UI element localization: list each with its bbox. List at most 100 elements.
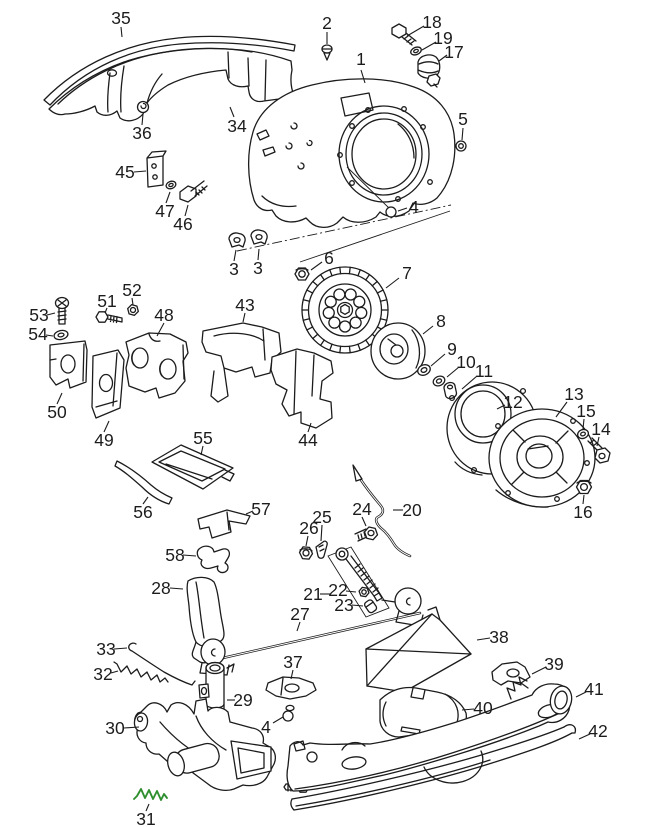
part-26-nut xyxy=(298,546,314,560)
part-30-lower-housing xyxy=(133,698,276,791)
part-7-fan-wheel xyxy=(301,266,389,354)
leader-line-46 xyxy=(184,204,189,217)
leader-line-51 xyxy=(104,307,108,314)
part-42-trim-strip xyxy=(290,724,577,811)
part-label-50: 50 xyxy=(47,402,67,422)
leader-line-35 xyxy=(120,26,123,38)
part-51-bolt xyxy=(95,311,123,324)
part-label-14: 14 xyxy=(591,419,611,439)
leader-line-57 xyxy=(245,510,254,515)
part-1-fan-housing xyxy=(247,78,456,229)
leader-line-31 xyxy=(145,803,150,812)
leader-line-1 xyxy=(360,69,366,84)
part-label-37: 37 xyxy=(283,652,302,672)
leader-line-28 xyxy=(169,587,184,590)
leader-line-50 xyxy=(56,392,63,405)
leader-line-37 xyxy=(290,669,294,680)
leader-line-19 xyxy=(421,41,437,51)
part-label-27: 27 xyxy=(290,604,309,624)
part-19-washer xyxy=(410,46,422,56)
part-label-13: 13 xyxy=(564,384,583,404)
part-9-washer xyxy=(417,364,431,376)
part-54-washer xyxy=(53,329,69,341)
part-57-plate xyxy=(197,509,251,539)
part-14-bolt xyxy=(587,437,611,464)
leader-line-16 xyxy=(582,494,585,505)
part-label-44: 44 xyxy=(298,430,318,450)
part-label-42: 42 xyxy=(588,721,607,741)
leader-line-5 xyxy=(461,127,464,141)
leader-line-32 xyxy=(110,670,119,674)
part-label-33: 33 xyxy=(96,639,115,659)
part-label-8: 8 xyxy=(436,311,446,331)
part-label-18: 18 xyxy=(422,12,441,32)
leader-line-54 xyxy=(45,334,54,337)
leader-line-18 xyxy=(406,25,425,37)
part-33-wire-rod xyxy=(128,642,196,686)
leader-line-58 xyxy=(182,554,197,557)
part-label-56: 56 xyxy=(133,502,152,522)
part-10-washer xyxy=(432,375,446,387)
part-55-cover-tray xyxy=(151,444,235,490)
part-23-sleeve xyxy=(363,599,378,614)
part-label-20: 20 xyxy=(402,500,422,520)
part-label-52: 52 xyxy=(122,280,141,300)
part-label-10: 10 xyxy=(456,352,476,372)
part-label-48: 48 xyxy=(154,305,173,325)
part-5-nut xyxy=(455,140,467,152)
part-label-26: 26 xyxy=(299,518,318,538)
leader-line-48 xyxy=(156,322,165,337)
part-52-nut xyxy=(127,304,139,316)
leader-line-4 xyxy=(272,716,284,724)
part-44-air-duct xyxy=(270,348,334,429)
leader-line-7 xyxy=(385,277,400,289)
part-label-40: 40 xyxy=(473,698,493,718)
part-31-green-spring xyxy=(133,788,168,801)
part-4-plug-upper xyxy=(385,206,397,218)
part-27-long-rod xyxy=(212,611,422,662)
part-label-2: 2 xyxy=(322,13,332,33)
part-label-35: 35 xyxy=(111,8,130,28)
part-22-nut xyxy=(358,586,370,598)
part-label-45: 45 xyxy=(115,162,134,182)
part-56-curved-strip xyxy=(114,460,173,505)
leader-line-10 xyxy=(446,366,460,378)
leader-line-55 xyxy=(200,445,204,456)
part-label-34: 34 xyxy=(227,116,247,136)
leader-line-24 xyxy=(361,516,367,527)
part-24-bolt xyxy=(354,526,379,542)
leader-line-11 xyxy=(461,375,478,390)
leader-line-17 xyxy=(438,54,448,62)
part-2-screw xyxy=(321,44,333,61)
part-25-roll-pin xyxy=(315,540,328,559)
part-label-1: 1 xyxy=(356,49,366,69)
leader-line-6 xyxy=(310,261,323,271)
leader-line-14 xyxy=(596,436,600,447)
leader-line-3 xyxy=(233,249,237,262)
part-label-23: 23 xyxy=(334,595,353,615)
part-label-16: 16 xyxy=(573,502,592,522)
part-46-bolt xyxy=(179,180,208,203)
leader-line-15 xyxy=(582,418,585,430)
part-label-36: 36 xyxy=(132,123,151,143)
part-32-spring xyxy=(113,661,169,683)
part-label-46: 46 xyxy=(173,214,192,234)
part-label-43: 43 xyxy=(235,295,254,315)
leader-line-12 xyxy=(496,404,506,410)
part-47-washer xyxy=(165,180,177,190)
flange-bolt-holes xyxy=(337,106,433,202)
leader-line-8 xyxy=(422,325,434,335)
part-50-deflector xyxy=(49,340,88,389)
leader-line-30 xyxy=(123,726,140,729)
part-37-bracket xyxy=(265,676,317,700)
leader-line-43 xyxy=(242,312,246,323)
part-label-22: 22 xyxy=(328,580,347,600)
part-38-braced-plate xyxy=(365,606,472,693)
part-label-3: 3 xyxy=(253,258,263,278)
part-17-rubber-mount xyxy=(417,54,441,88)
part-label-25: 25 xyxy=(312,507,331,527)
part-3-clip-left xyxy=(228,232,246,248)
part-39-bracket xyxy=(491,661,531,689)
part-8-pulley-disc xyxy=(370,322,426,380)
